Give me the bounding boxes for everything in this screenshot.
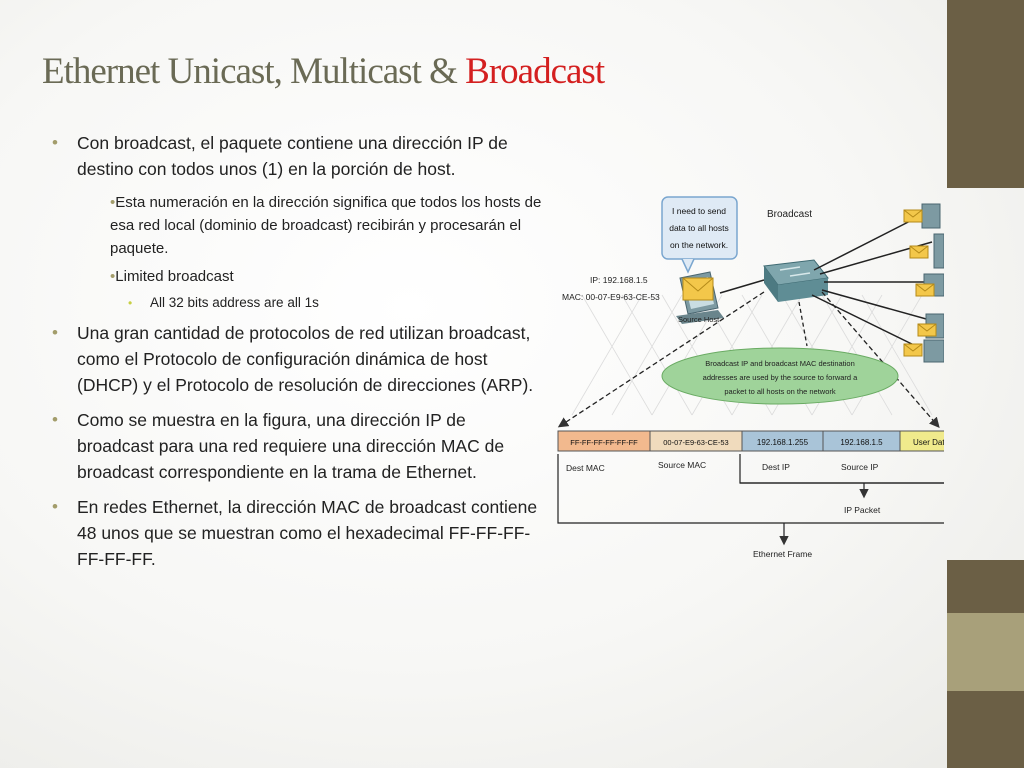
- bullet-item: • Como se muestra en la figura, una direc…: [50, 407, 545, 485]
- bullet-text: Como se muestra en la figura, una direcc…: [77, 410, 505, 482]
- broadcast-label: Broadcast: [767, 209, 812, 220]
- bullet-list: • Con broadcast, el paquete contiene una …: [50, 130, 545, 581]
- ethernet-frame-cells: FF-FF-FF-FF-FF-FF 00-07-E9-63-CE-53 192.16…: [557, 430, 1018, 452]
- side-bar-segment-bottom: [947, 691, 1024, 768]
- ethernet-frame-bracket: [557, 454, 1015, 524]
- frame-cell-text: 192.168.1.5: [840, 438, 883, 447]
- side-bar-segment-top: [947, 0, 1024, 188]
- bullet-dot-icon: •: [52, 497, 58, 516]
- ellipse-text-line1: Broadcast IP and broadcast MAC destinati…: [705, 359, 855, 368]
- bullet-dot-icon: •: [52, 133, 58, 152]
- bullet-text: Limited broadcast: [115, 268, 234, 285]
- dest-mac-label: Dest MAC: [566, 463, 605, 473]
- bullet-dot-icon: •: [128, 296, 133, 310]
- speech-bubble: I need to send data to all hosts on the …: [661, 196, 738, 274]
- sub-bullet-item: •Esta numeración en la dirección signifi…: [50, 191, 545, 260]
- switch-icon: [763, 259, 829, 302]
- sub-bullet-item: •Limited broadcast: [50, 265, 545, 288]
- bubble-text-line1: I need to send: [672, 206, 726, 216]
- source-ip-text: IP: 192.168.1.5: [590, 275, 648, 285]
- dest-ip-label: Dest IP: [762, 462, 790, 472]
- slide-title: Ethernet Unicast, Multicast & Broadcast: [42, 50, 605, 93]
- ellipse-text-line3: packet to all hosts on the network: [724, 387, 836, 396]
- envelope-icon: [682, 277, 714, 301]
- bubble-text-line3: on the network.: [670, 240, 728, 250]
- bullet-text: Con broadcast, el paquete contiene una d…: [77, 133, 508, 179]
- source-mac-label: Source MAC: [658, 460, 706, 470]
- ip-packet-label: IP Packet: [844, 505, 881, 515]
- title-highlight: Broadcast: [465, 51, 605, 92]
- bullet-dot-icon: •: [52, 323, 58, 342]
- ellipse-text-line2: addresses are used by the source to forw…: [703, 373, 858, 382]
- dashed-arrow-right: [821, 291, 940, 428]
- bullet-dot-icon: •: [110, 268, 116, 285]
- broadcast-diagram: I need to send data to all hosts on the …: [552, 190, 1018, 565]
- bullet-dot-icon: •: [52, 410, 58, 429]
- ethernet-frame-label: Ethernet Frame: [753, 549, 812, 559]
- title-main: Ethernet Unicast, Multicast &: [42, 51, 466, 92]
- sub-sub-bullet-item: • All 32 bits address are all 1s: [50, 293, 545, 313]
- switch-to-host-links: [811, 213, 938, 349]
- source-ip-label: Source IP: [841, 462, 879, 472]
- bullet-dot-icon: •: [110, 194, 116, 211]
- dashed-arrow-left: [557, 291, 765, 428]
- bullet-text: All 32 bits address are all 1s: [150, 295, 319, 310]
- frame-cell-text: User Data: [913, 438, 944, 447]
- side-bar-segment-mid: [947, 560, 1024, 613]
- source-host-label: Source Host: [678, 315, 720, 324]
- explanation-ellipse: [661, 347, 899, 405]
- bullet-item: • Con broadcast, el paquete contiene una …: [50, 130, 545, 182]
- bullet-text: En redes Ethernet, la dirección MAC de b…: [77, 497, 538, 569]
- bullet-item: • En redes Ethernet, la dirección MAC de …: [50, 494, 545, 572]
- dashed-connector: [798, 301, 808, 347]
- source-mac-text: MAC: 00-07-E9-63-CE-53: [562, 292, 660, 302]
- side-bar-segment-light: [947, 613, 1024, 691]
- bullet-text: Esta numeración en la dirección signific…: [110, 194, 542, 257]
- frame-cell-text: 00-07-E9-63-CE-53: [663, 438, 728, 447]
- destination-envelope-icon: [903, 209, 937, 357]
- broadcast-diagram-svg: I need to send data to all hosts on the …: [557, 196, 1018, 559]
- destination-host-computer-icon: [921, 203, 945, 363]
- frame-cell-text: 192.168.1.255: [757, 438, 809, 447]
- bullet-text: Una gran cantidad de protocolos de red u…: [77, 323, 534, 395]
- bullet-item: • Una gran cantidad de protocolos de red …: [50, 320, 545, 398]
- decorative-side-bar: [947, 0, 1024, 768]
- bubble-text-line2: data to all hosts: [669, 223, 729, 233]
- frame-cell-text: FF-FF-FF-FF-FF-FF: [570, 438, 638, 447]
